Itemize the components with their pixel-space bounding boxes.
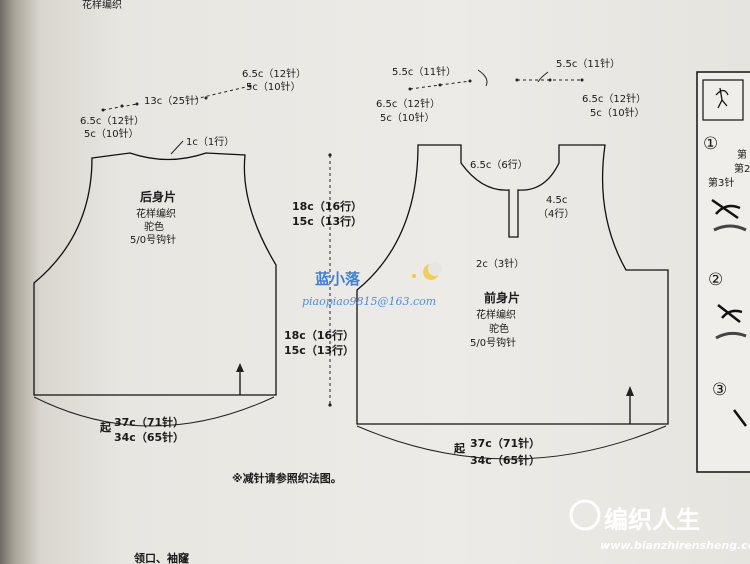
back-neck-leader [170,140,184,155]
front-hook: 5/0号钩针 [470,336,516,349]
note-text: ※减针请参照织法图。 [232,471,342,485]
front-slit-depth-1: 4.5c [546,195,567,206]
logo-watermark: 编织人生 www.bianzhirensheng.com [569,499,750,552]
hook-illustration-3 [733,409,747,427]
back-piece-title: 后身片 [140,189,176,204]
front-shoulder-guide [409,79,582,90]
back-shoulder-left-1: 6.5c（12针） [80,114,144,127]
back-guide-dot [101,108,105,112]
watermark-blue-title: 蓝小落 [315,270,361,288]
back-shoulder-left-2: 5c（10针） [84,127,139,140]
side-step-2: ② [708,270,723,290]
back-shoulder-right-1: 6.5c（12针） [242,67,306,80]
body-height-1: 18c（16行） [284,328,354,342]
back-start-label: 起 [99,420,112,434]
front-top-left-leader [477,69,488,87]
front-bottom-width-arc [356,425,667,460]
armhole-height-2: 15c（13行） [292,214,362,228]
front-guide-dot [468,79,472,83]
back-color: 驼色 [144,220,164,233]
side-panel-frame [696,71,750,473]
star-icon [412,274,416,278]
back-bottom-width-arc [33,396,275,427]
back-pattern: 花样编织 [136,207,176,220]
front-top-right: 5.5c（11针） [556,57,620,70]
height-guide-dot [328,153,332,157]
front-guide-dot [515,78,519,82]
back-bottom-2: 34c（65针） [114,430,184,444]
watermark-logo: 编织人生 [604,506,700,534]
front-shoulder-right-1: 6.5c（12针） [582,92,646,105]
back-piece: 6.5c（12针） 5c（10针） 13c（25针） 6.5c（12针） 5c（… [33,67,306,444]
back-guide-dot [248,84,252,88]
side-step-3: ③ [712,380,727,400]
front-guide-dot [548,78,552,82]
front-top-right-leader [537,71,549,83]
front-shoulder-left-2: 5c（10针） [380,111,435,124]
side-text-3: 第3针 [708,176,734,189]
front-top-left: 5.5c（11针） [392,65,456,78]
hook-illustration-1 [711,198,741,220]
moon-shadow [428,262,442,276]
front-shoulder-right-2: 5c（10针） [590,106,645,119]
front-guide-dot [438,83,442,87]
back-shoulder-right-2: 5c（10针） [246,80,301,93]
stitch-symbol-box [702,79,744,121]
front-arrow-head [626,386,634,396]
back-piece-outline [33,152,277,396]
height-guide-dot [328,403,332,407]
side-panel: ① 第 第2 第3针 ② ③ [696,71,750,473]
side-text-1: 第 [737,148,747,161]
header-fragment: 花样编织 [82,0,122,11]
hook-illustration-2 [717,304,743,323]
back-neck-depth: 1c（1行） [186,135,234,148]
front-pattern: 花样编织 [476,308,516,321]
back-arrow-head [236,363,244,372]
front-piece-outline [356,144,669,425]
front-guide-dot [408,87,412,91]
side-step-1: ① [703,134,718,154]
watermark-url: www.bianzhirensheng.com [600,539,750,552]
back-guide-dot [204,96,208,100]
back-hook: 5/0号钩针 [130,233,176,246]
back-neck-width: 13c（25针） [144,94,205,107]
front-piece: 5.5c（11针） 5.5c（11针） 6.5c（12针） 5c（10针） 6.… [356,57,669,467]
back-bottom-1: 37c（71针） [114,415,184,429]
yarn-illustration-2 [715,331,747,340]
front-bottom-1: 37c（71针） [470,436,540,450]
watermark-blue-email: piaopiao9815@163.com [302,295,436,308]
armhole-height-1: 18c（16行） [292,199,362,213]
back-guide-dot [120,104,124,108]
back-guide-dot [135,102,139,106]
stitch-symbol-icon [715,87,729,109]
front-neck-depth: 6.5c（6行） [470,158,528,171]
front-bottom-2: 34c（65针） [470,453,540,467]
logo-swirl-icon [569,499,601,531]
blue-watermark: 蓝小落 piaopiao9815@163.com [302,262,442,308]
front-guide-dot [580,78,584,82]
body-height-2: 15c（13行） [284,343,354,357]
side-text-2: 第2 [734,162,750,175]
bottom-fragment: 领口、袖窿 [133,551,190,564]
yarn-illustration-1 [713,224,747,232]
front-slit-width: 2c（3针） [476,257,524,270]
front-color: 驼色 [489,322,509,335]
height-dimensions: 18c（16行） 15c（13行） 18c（16行） 15c（13行） [284,153,362,407]
front-start-label: 起 [453,441,466,455]
front-shoulder-left-1: 6.5c（12针） [376,97,440,110]
front-piece-title: 前身片 [484,290,520,305]
front-slit-depth-2: （4行） [538,207,574,220]
